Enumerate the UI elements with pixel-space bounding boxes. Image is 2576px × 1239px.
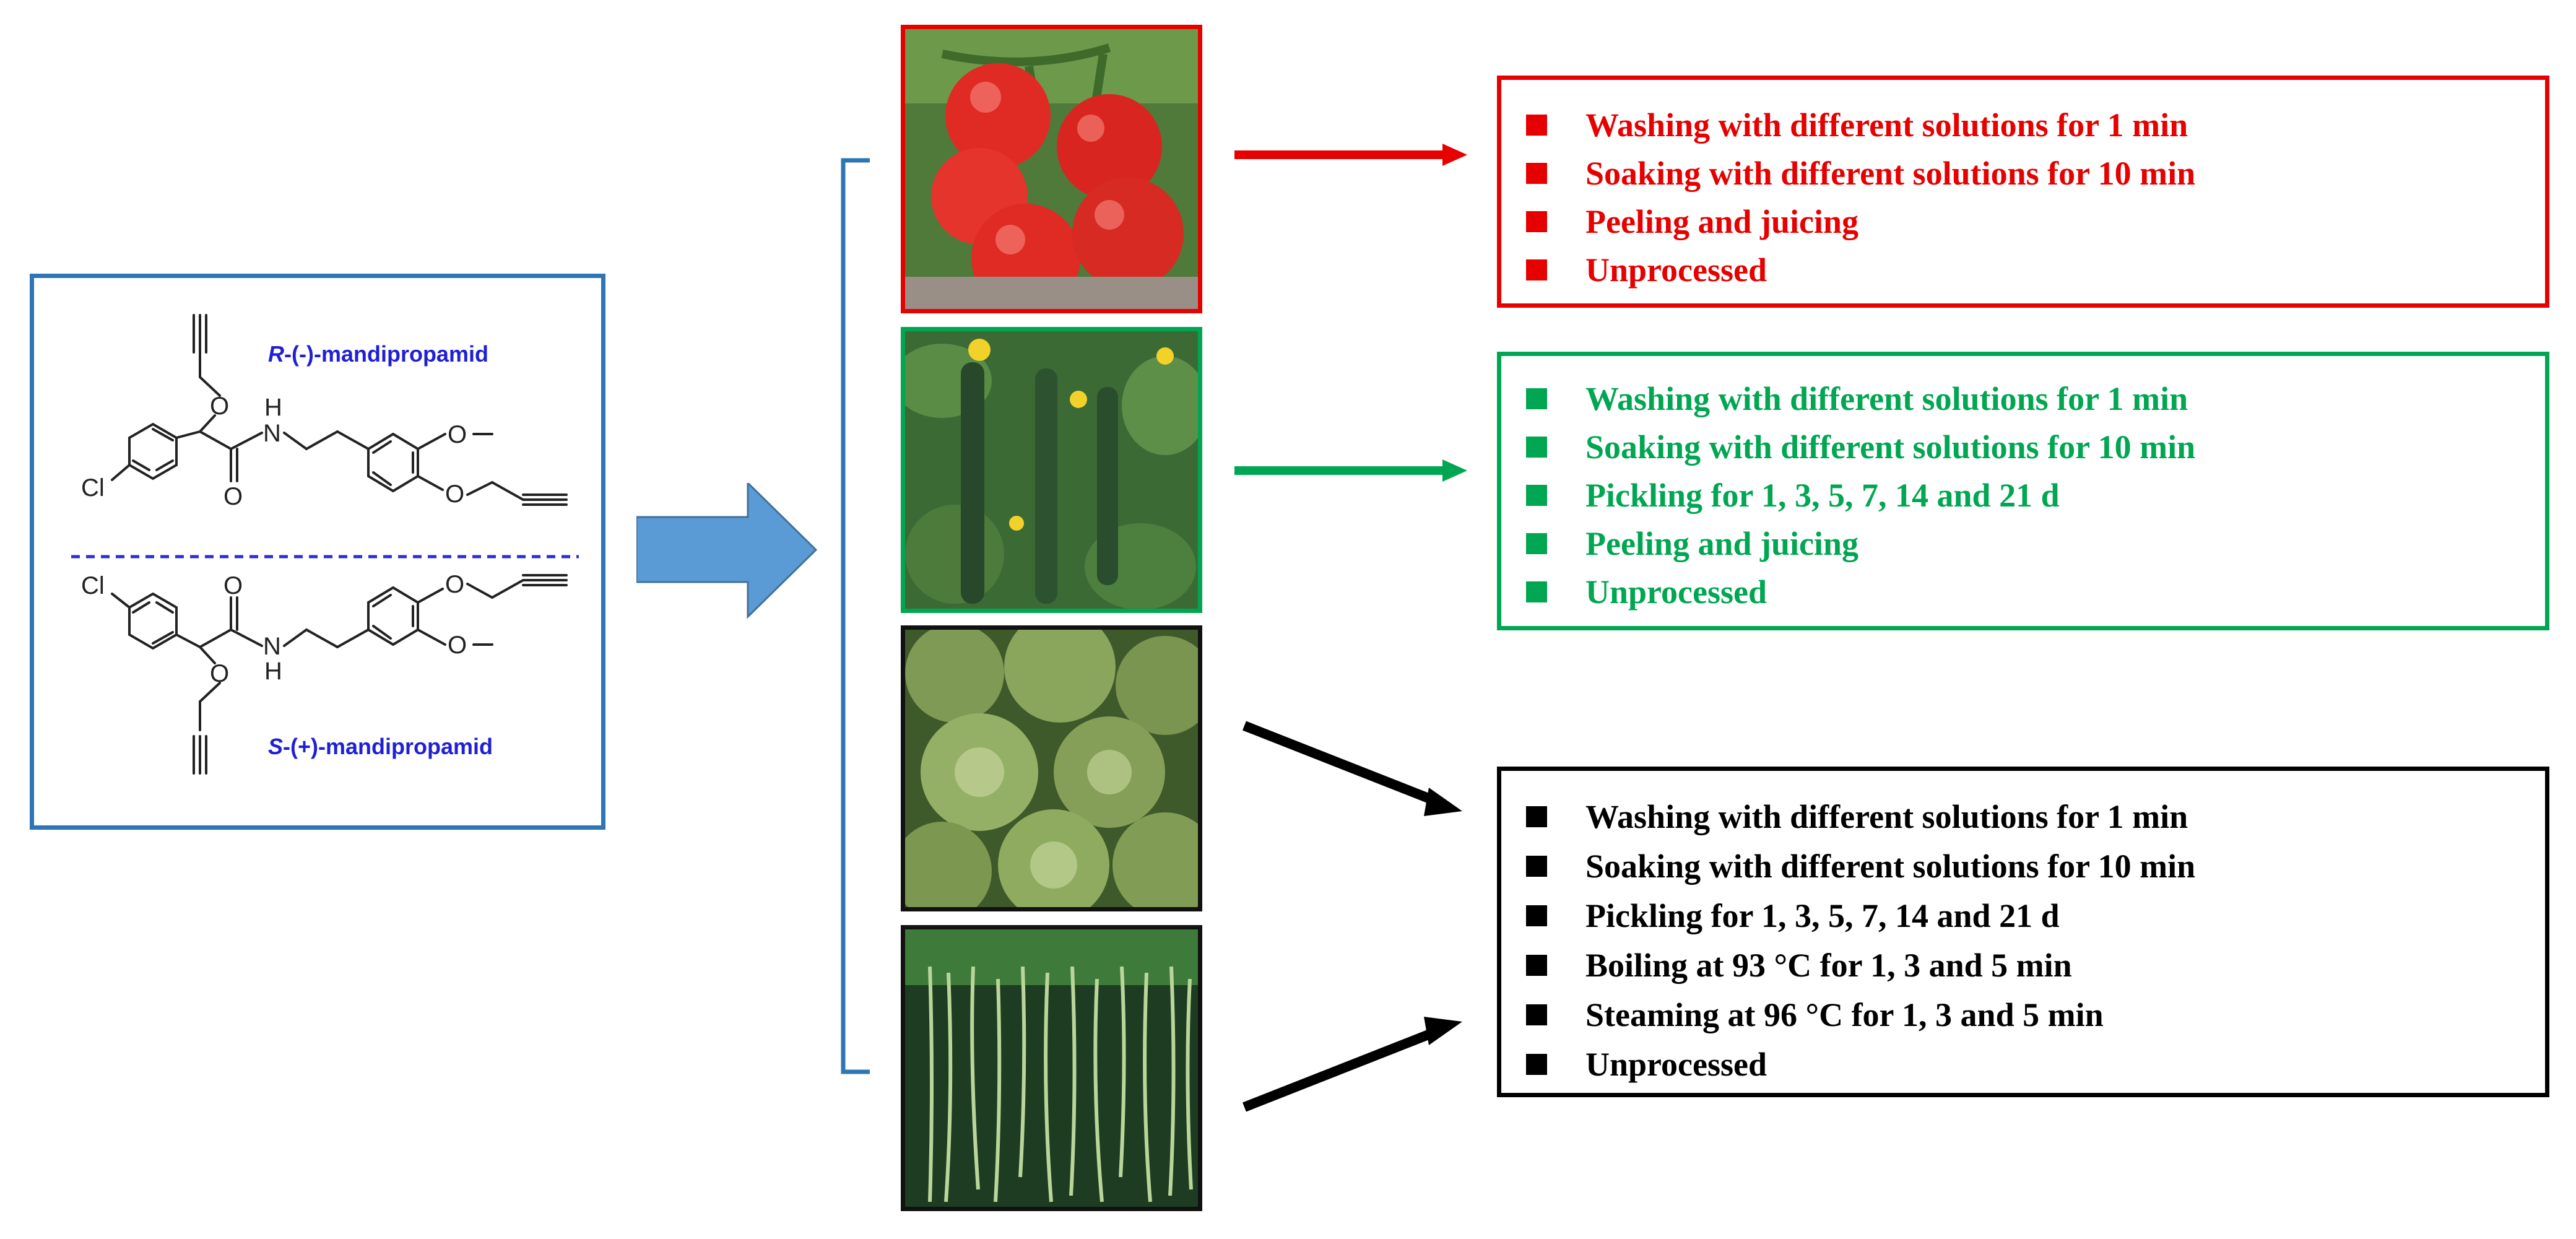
bullet-square-icon: [1526, 856, 1547, 877]
cucumber-photo: [901, 327, 1202, 613]
process-item: Boiling at 93 °C for 1, 3 and 5 min: [1526, 941, 2545, 990]
process-item: Pickling for 1, 3, 5, 7, 14 and 21 d: [1526, 891, 2545, 941]
bullet-square-icon: [1526, 806, 1547, 827]
process-item: Soaking with different solutions for 10 …: [1526, 149, 2545, 198]
structure-panel: O N H O Cl O O Cl O N H O O O R-(-)-mand…: [30, 274, 605, 830]
process-item: Unprocessed: [1526, 246, 2545, 294]
big-arrow-icon: [636, 483, 818, 619]
tomato-process-box: Washing with different solutions for 1 m…: [1497, 76, 2549, 308]
s-prefix: S: [268, 734, 284, 759]
bullet-square-icon: [1526, 1004, 1547, 1025]
process-item: Unprocessed: [1526, 1040, 2545, 1089]
atom-o-s3: O: [448, 632, 467, 659]
bracket: [841, 158, 870, 1074]
mandipropamid-structures: O N H O Cl O O Cl O N H O O O: [71, 314, 579, 775]
atom-o-r4: O: [445, 480, 464, 508]
red-arrow-icon: [1234, 144, 1467, 166]
bullet-square-icon: [1526, 259, 1547, 280]
r-prefix: R: [268, 341, 284, 367]
r-suffix: -(-)-mandipropamid: [284, 341, 488, 367]
r-enantiomer-label: R-(-)-mandipropamid: [268, 341, 488, 367]
tomato-photo: [901, 25, 1202, 313]
bullet-square-icon: [1526, 955, 1547, 976]
process-item: Pickling for 1, 3, 5, 7, 14 and 21 d: [1526, 471, 2545, 520]
atom-o-r1: O: [210, 393, 229, 420]
s-enantiomer-label: S-(+)-mandipropamid: [268, 734, 493, 760]
process-item: Unprocessed: [1526, 568, 2545, 616]
process-item: Peeling and juicing: [1526, 198, 2545, 246]
process-item: Soaking with different solutions for 10 …: [1526, 841, 2545, 891]
bullet-square-icon: [1526, 115, 1547, 136]
bullet-square-icon: [1526, 388, 1547, 409]
atom-o-r3: O: [448, 421, 467, 448]
process-item: Soaking with different solutions for 10 …: [1526, 423, 2545, 471]
bullet-square-icon: [1526, 437, 1547, 458]
black-arrow-down-icon: [1242, 721, 1462, 816]
bean-photo: [901, 925, 1202, 1211]
bullet-square-icon: [1526, 581, 1547, 602]
bullet-square-icon: [1526, 211, 1547, 232]
atom-cl-r: Cl: [81, 474, 105, 502]
bullet-square-icon: [1526, 485, 1547, 506]
atom-o-s1: O: [223, 572, 243, 599]
atom-h-r: H: [264, 394, 282, 421]
green-arrow-icon: [1234, 459, 1467, 482]
black-arrow-up-icon: [1242, 1017, 1462, 1112]
cabbage-photo: [901, 625, 1202, 911]
cucumber-process-box: Washing with different solutions for 1 m…: [1497, 352, 2549, 630]
process-item: Washing with different solutions for 1 m…: [1526, 101, 2545, 149]
atom-o-r2: O: [223, 483, 243, 510]
process-item: Peeling and juicing: [1526, 520, 2545, 568]
bullet-square-icon: [1526, 1054, 1547, 1075]
bullet-square-icon: [1526, 905, 1547, 926]
atom-o-s2: O: [445, 571, 464, 598]
bullet-square-icon: [1526, 163, 1547, 184]
s-suffix: -(+)-mandipropamid: [283, 734, 493, 759]
atom-o-s4: O: [210, 660, 229, 687]
atom-n-s: N: [263, 633, 281, 660]
bullet-square-icon: [1526, 533, 1547, 554]
cabbage-bean-process-box: Washing with different solutions for 1 m…: [1497, 767, 2549, 1097]
atom-cl-s: Cl: [81, 572, 105, 599]
process-item: Washing with different solutions for 1 m…: [1526, 375, 2545, 423]
process-item: Washing with different solutions for 1 m…: [1526, 792, 2545, 841]
atom-h-s: H: [264, 658, 282, 685]
atom-n-r: N: [263, 420, 281, 447]
process-item: Steaming at 96 °C for 1, 3 and 5 min: [1526, 990, 2545, 1040]
